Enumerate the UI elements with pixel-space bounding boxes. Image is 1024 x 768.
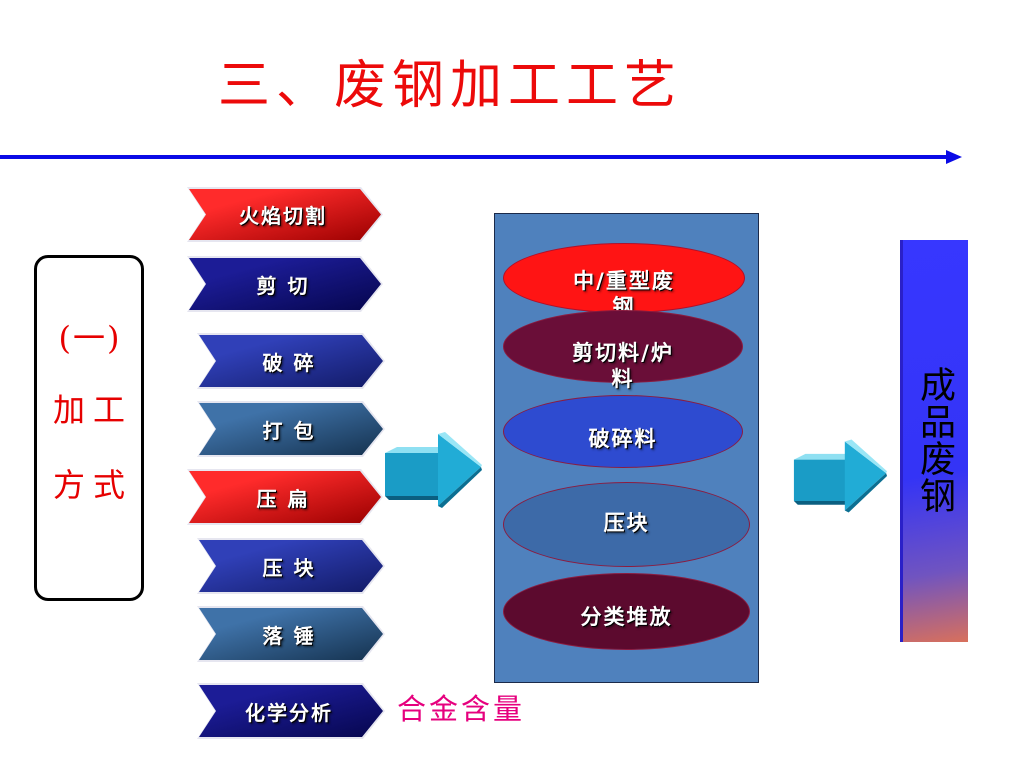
method-label: 剪 切 [256,273,310,298]
method-label: 破 碎 [262,350,316,375]
chevron-face: 压 扁 [189,471,381,523]
product-label: 压块 [603,511,650,535]
product-label: 破碎料 [588,427,658,451]
alloy-content-note: 合金含量 [397,692,526,726]
chevron-face: 落 锤 [199,608,383,660]
method-chevron-crushing: 破 碎 [197,333,385,389]
chevron-face: 火焰切割 [189,189,381,240]
method-label: 化学分析 [245,700,333,725]
product-ellipse-briquette: 压块 [503,482,750,567]
section-box: (一) 加工 方式 [34,255,144,601]
chevron-face: 剪 切 [189,258,381,310]
chevron-face: 化学分析 [199,685,383,737]
product-label: 剪切料/炉料 [572,341,674,391]
timeline-line [0,155,950,159]
method-label: 落 锤 [262,623,316,648]
product-ellipse-sorted-stockpile: 分类堆放 [503,573,750,650]
timeline-arrowhead-icon [946,150,962,164]
method-chevron-drop-hammer: 落 锤 [197,606,385,662]
method-chevron-shearing: 剪 切 [187,256,383,312]
final-product-label: 成品废钢 [914,366,955,514]
method-label: 打 包 [262,418,316,443]
section-number: (一) [58,319,122,357]
product-ellipse-heavy-scrap: 中/重型废钢 [503,243,745,319]
final-product-box [900,240,968,642]
method-chevron-chemical-analysis: 化学分析 [197,683,385,739]
product-ellipse-shredded: 破碎料 [503,395,743,468]
method-chevron-briquetting: 压 块 [197,538,385,594]
method-label: 压 块 [262,555,316,580]
method-chevron-baling: 打 包 [197,401,385,457]
chevron-face: 打 包 [199,403,383,455]
product-label: 分类堆放 [580,605,673,629]
block-arrow-right-icon [385,432,482,508]
chevron-face: 破 碎 [199,335,383,387]
method-label: 火焰切割 [239,204,327,228]
method-label: 压 扁 [256,486,310,511]
method-chevron-flattening: 压 扁 [187,469,383,525]
section-label-line1: 加工 [52,391,133,429]
product-ellipse-sheared-charge: 剪切料/炉料 [503,310,743,391]
block-arrow-right-icon [793,439,888,513]
chevron-face: 压 块 [199,540,383,592]
section-label-line2: 方式 [52,466,133,504]
method-chevron-flame-cutting: 火焰切割 [187,187,383,242]
slide-title: 三、废钢加工工艺 [218,56,683,116]
